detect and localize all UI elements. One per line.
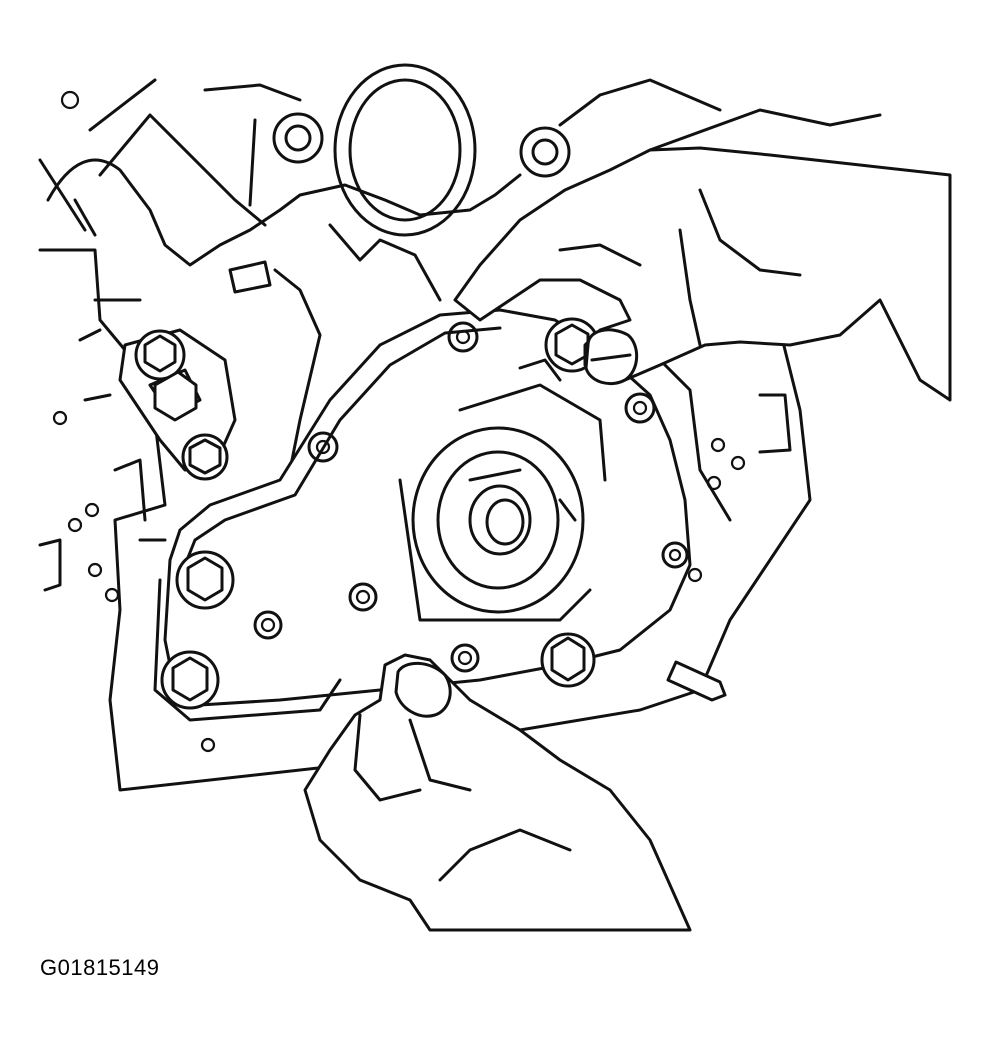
bolt-bracket-lower bbox=[181, 433, 229, 481]
bolts bbox=[134, 317, 600, 710]
oil-pump-cover bbox=[153, 308, 692, 722]
bolt-lower-left bbox=[160, 650, 220, 710]
upper-hand bbox=[453, 146, 952, 402]
bolt-upper-right bbox=[544, 317, 600, 373]
bolt-lower-right bbox=[540, 632, 596, 688]
bolt-upper-left bbox=[134, 329, 186, 381]
bolt-bracket-middle bbox=[153, 370, 198, 422]
figure-id-label: G01815149 bbox=[40, 955, 160, 980]
lower-hand bbox=[303, 653, 692, 932]
bolt-left-middle bbox=[175, 550, 235, 610]
